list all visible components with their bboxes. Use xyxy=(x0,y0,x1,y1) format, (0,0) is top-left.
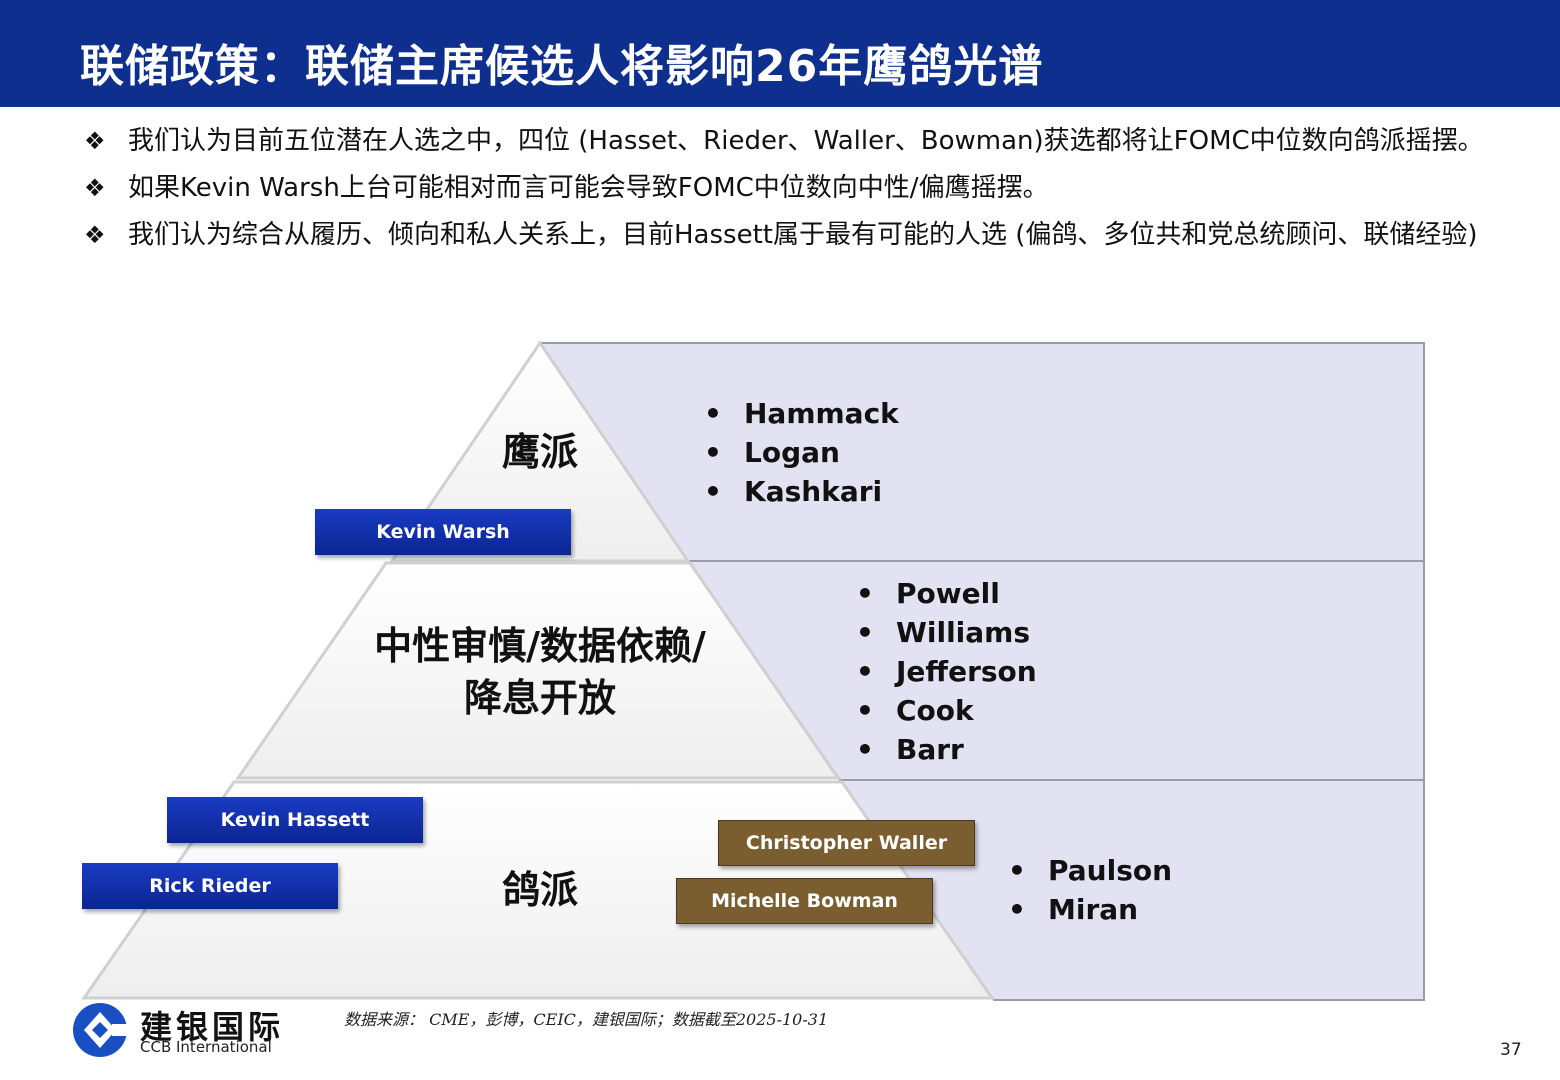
list-item: Barr xyxy=(856,730,1037,769)
list-item: Williams xyxy=(856,613,1037,652)
list-item: Powell xyxy=(856,574,1037,613)
bullet-text: 我们认为综合从履历、倾向和私人关系上，目前Hassett属于最有可能的人选 (偏… xyxy=(128,220,1478,250)
diamond-bullet-icon: ❖ xyxy=(84,221,106,249)
list-item: Kashkari xyxy=(704,472,899,511)
ccb-logo-icon xyxy=(73,1003,134,1057)
bullet-list: ❖ 我们认为目前五位潜在人选之中，四位 (Hasset、Rieder、Walle… xyxy=(84,124,1504,265)
dovish-tier-label: 鸽派 xyxy=(501,867,578,912)
logo-english-name: CCB International xyxy=(140,1038,272,1056)
list-item: Hammack xyxy=(704,394,899,433)
list-item: Jefferson xyxy=(856,652,1037,691)
data-source-note: 数据来源： CME，彭博，CEIC，建银国际；数据截至2025-10-31 xyxy=(344,1010,829,1029)
candidate-christopher-waller: Christopher Waller xyxy=(718,820,975,866)
page-title: 联储政策：联储主席候选人将影响26年鹰鸽光谱 xyxy=(80,41,1044,92)
bullet-item: ❖ 我们认为综合从履历、倾向和私人关系上，目前Hassett属于最有可能的人选 … xyxy=(84,218,1504,252)
bullet-item: ❖ 如果Kevin Warsh上台可能相对而言可能会导致FOMC中位数向中性/偏… xyxy=(84,171,1504,205)
page-number: 37 xyxy=(1500,1040,1522,1060)
hawkish-panel xyxy=(538,342,1425,562)
hawkish-tier xyxy=(389,340,691,563)
hawkish-members: Hammack Logan Kashkari xyxy=(704,394,899,511)
candidate-kevin-hassett: Kevin Hassett xyxy=(167,797,423,843)
bullet-text: 我们认为目前五位潜在人选之中，四位 (Hasset、Rieder、Waller、… xyxy=(128,126,1484,156)
candidate-michelle-bowman: Michelle Bowman xyxy=(676,878,933,924)
hawkish-tier-label: 鹰派 xyxy=(501,429,578,474)
logo-chinese-name: 建银国际 xyxy=(140,1008,285,1046)
list-item: Logan xyxy=(704,433,899,472)
dovish-members: Paulson Miran xyxy=(1008,851,1172,929)
list-item: Cook xyxy=(856,691,1037,730)
diamond-bullet-icon: ❖ xyxy=(84,127,106,155)
list-item: Miran xyxy=(1008,890,1172,929)
neutral-members: Powell Williams Jefferson Cook Barr xyxy=(856,574,1037,769)
neutral-tier xyxy=(235,561,841,780)
candidate-rick-rieder: Rick Rieder xyxy=(82,863,338,909)
ccb-international-logo: 建银国际 CCB International xyxy=(72,1000,332,1060)
title-bar: 联储政策：联储主席候选人将影响26年鹰鸽光谱 xyxy=(0,0,1560,107)
bullet-text: 如果Kevin Warsh上台可能相对而言可能会导致FOMC中位数向中性/偏鹰摇… xyxy=(128,173,1049,203)
bullet-item: ❖ 我们认为目前五位潜在人选之中，四位 (Hasset、Rieder、Walle… xyxy=(84,124,1504,158)
diamond-bullet-icon: ❖ xyxy=(84,174,106,202)
candidate-kevin-warsh: Kevin Warsh xyxy=(315,509,571,555)
list-item: Paulson xyxy=(1008,851,1172,890)
neutral-tier-label: 中性审慎/数据依赖/ 降息开放 xyxy=(374,623,706,720)
